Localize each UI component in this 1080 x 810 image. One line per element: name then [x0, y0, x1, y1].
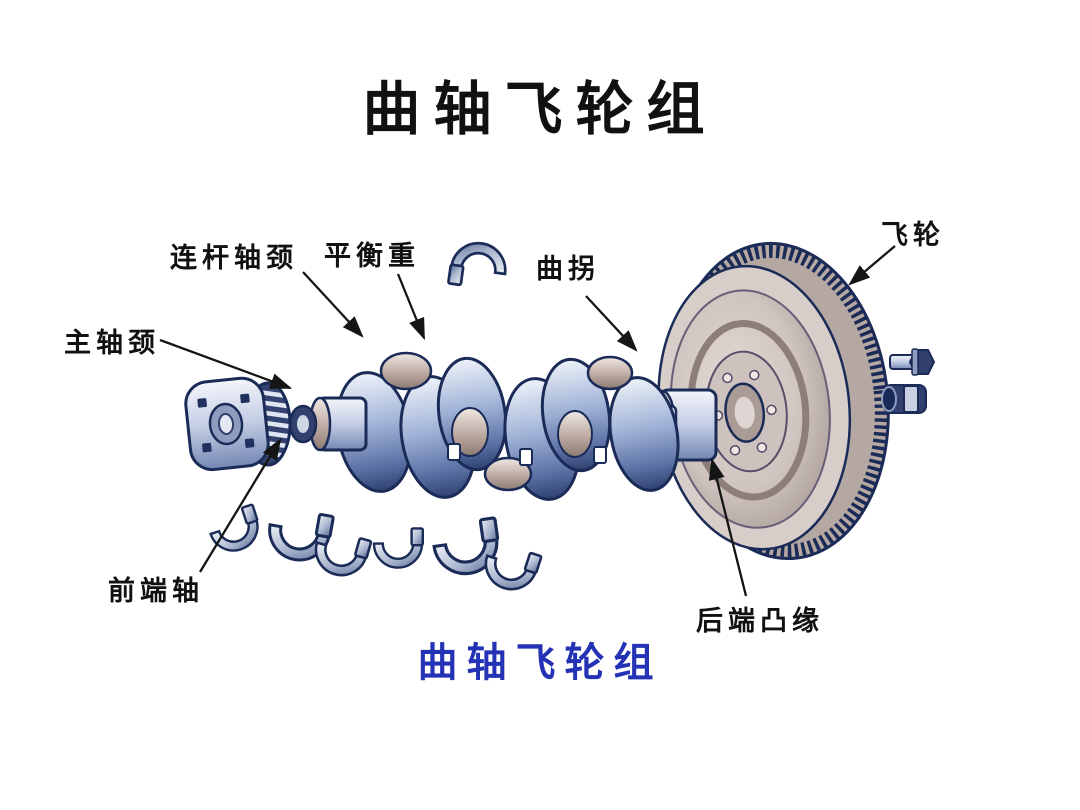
page-title: 曲轴飞轮组 [362, 77, 718, 142]
arrow-flywheel [848, 245, 896, 286]
arrow-crank-throw [585, 295, 638, 352]
flywheel-bolt-holes [712, 369, 777, 456]
rod-journal-bottom [483, 456, 533, 492]
bearing-shell [372, 527, 424, 569]
arrow-rod-journal [302, 271, 364, 338]
label-crank-throw: 曲拐 [536, 254, 600, 284]
arrow-main-journal [159, 338, 293, 390]
pilot-sleeve [881, 384, 927, 414]
ring-gear-teeth [671, 244, 888, 558]
label-rear-flange: 后端凸缘 [696, 606, 824, 636]
pulley-hub [184, 376, 270, 472]
spacer-ring [288, 404, 318, 444]
front-end-illustration [184, 376, 318, 472]
rod-journal-top-1 [379, 351, 433, 391]
label-front-end-shaft: 前端轴 [108, 576, 204, 606]
label-main-journal: 主轴颈 [64, 328, 160, 358]
label-flywheel: 飞轮 [881, 220, 945, 250]
bearing-shell-top [446, 238, 511, 293]
label-rod-journal: 连杆轴颈 [170, 243, 298, 273]
flywheel-bolt [889, 348, 936, 376]
crankshaft-illustration [308, 351, 680, 501]
arrow-counterweight [396, 273, 426, 341]
rod-journal-top-2 [586, 355, 634, 391]
arrow-rear-flange [708, 457, 748, 597]
label-counterweight: 平衡重 [324, 241, 420, 271]
diagram-caption: 曲轴飞轮组 [417, 640, 663, 685]
arrow-front-shaft [199, 438, 282, 573]
